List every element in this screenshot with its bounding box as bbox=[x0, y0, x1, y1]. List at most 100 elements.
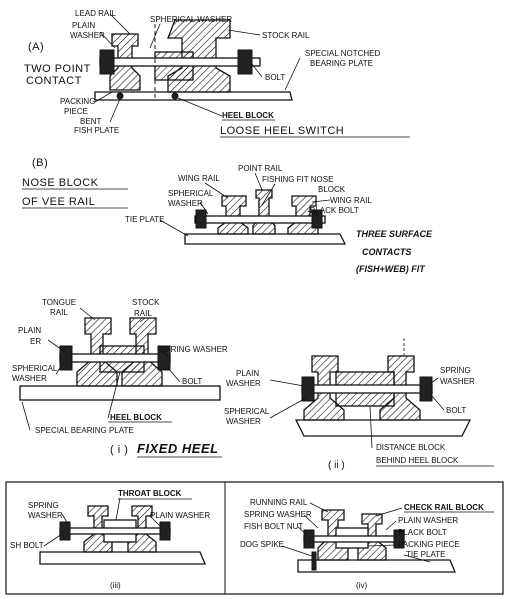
special-bearing-plate-shape bbox=[19, 385, 221, 401]
bolt-nut bbox=[311, 209, 323, 229]
label-heel-block-i: HEEL BLOCK bbox=[110, 413, 162, 422]
label-plain-washer-i-1: PLAIN bbox=[18, 326, 41, 335]
label-plain-washer-ii-2: WASHER bbox=[226, 379, 261, 388]
bolt-head-iii bbox=[59, 521, 71, 541]
panel-a-letter: (A) bbox=[28, 41, 44, 53]
label-tongue-rail-1: TONGUE bbox=[42, 298, 76, 307]
label-bolt-i: BOLT bbox=[182, 377, 202, 386]
nose-block-drawing bbox=[184, 189, 347, 245]
label-spring-washer-iii-1: SPRING bbox=[28, 501, 59, 510]
panel-a-caption-line1: TWO POINT bbox=[24, 63, 91, 75]
label-packing-piece-iv: PACKING PIECE bbox=[398, 540, 460, 549]
label-spring-washer-ii-1: SPRING bbox=[440, 366, 471, 375]
panel-b: (B) NOSE BLOCK OF VEE RAIL POINT RAIL WI… bbox=[22, 157, 433, 274]
label-spring-washer-iv: SPRING WASHER bbox=[244, 510, 312, 519]
label-special-bearing-plate: SPECIAL BEARING PLATE bbox=[35, 426, 134, 435]
label-lead-rail: LEAD RAIL bbox=[75, 9, 116, 18]
dog-spike-shape bbox=[311, 551, 317, 571]
label-point-rail: POINT RAIL bbox=[238, 164, 283, 173]
label-plain-washer-iv: PLAIN WASHER bbox=[398, 516, 458, 525]
panel-i-caption-num: ( i ) bbox=[110, 444, 128, 456]
wing-rail-right-shape bbox=[287, 195, 319, 235]
label-spherical-washer: SPHERICAL WASHER bbox=[150, 15, 232, 24]
label-wing-rail-right: WING RAIL bbox=[330, 196, 372, 205]
note-line3: (FISH+WEB) FIT bbox=[356, 264, 426, 274]
label-tie-plate: TIE PLATE bbox=[125, 215, 164, 224]
point-rail-shape bbox=[252, 189, 276, 235]
label-plain-washer-1: PLAIN bbox=[72, 21, 95, 30]
bolt-nut-ii bbox=[419, 376, 433, 402]
label-distance-block-1: DISTANCE BLOCK bbox=[376, 443, 446, 452]
label-stock-rail-i-2: RAIL bbox=[134, 309, 152, 318]
tie-plate-iv bbox=[297, 559, 456, 573]
bolt-head-ii bbox=[301, 376, 315, 402]
label-plain-washer-i-2: ER bbox=[30, 337, 41, 346]
label-plain-washer-2: WASHER bbox=[70, 31, 105, 40]
label-spherical-washer-i-2: WASHER bbox=[12, 374, 47, 383]
bolt-head-left bbox=[99, 49, 115, 75]
black-bolt-shape bbox=[194, 215, 326, 224]
panel-b-title-line1: NOSE BLOCK bbox=[22, 177, 99, 189]
label-packing-piece-1: PACKING bbox=[60, 97, 95, 106]
label-check-rail-block: CHECK RAIL BLOCK bbox=[404, 503, 484, 512]
label-spherical-washer-i-1: SPHERICAL bbox=[12, 364, 58, 373]
panel-ii: PLAIN WASHER SPRING WASHER BOLT SPHERICA… bbox=[224, 338, 494, 471]
label-bolt-ii: BOLT bbox=[446, 406, 466, 415]
distance-block-drawing bbox=[294, 355, 472, 437]
label-spherical-washer-1: SPHERICAL bbox=[168, 189, 214, 198]
panel-iii-caption-num: (iii) bbox=[110, 581, 121, 590]
fish-bolt-nut-shape bbox=[303, 529, 315, 549]
panel-a-title: LOOSE HEEL SWITCH bbox=[220, 125, 344, 137]
label-tongue-rail-2: RAIL bbox=[50, 308, 68, 317]
label-black-bolt: BLACK BOLT bbox=[310, 206, 359, 215]
label-sh-bolt: SH BOLT bbox=[10, 541, 44, 550]
notched-bearing-plate bbox=[94, 91, 293, 101]
panel-b-title-line2: OF VEE RAIL bbox=[22, 196, 95, 208]
panel-iv: RUNNING RAIL CHECK RAIL BLOCK SPRING WAS… bbox=[240, 498, 494, 590]
bolt-nut-iv bbox=[393, 529, 405, 549]
panel-ii-caption-num: ( ii ) bbox=[328, 460, 345, 471]
panel-b-letter: (B) bbox=[32, 157, 48, 169]
panel-a-caption-line2: CONTACT bbox=[26, 75, 82, 87]
label-running-rail: RUNNING RAIL bbox=[250, 498, 308, 507]
label-spring-washer-iii-2: WASHER bbox=[28, 511, 63, 520]
label-wing-rail-left: WING RAIL bbox=[178, 174, 220, 183]
throat-block-drawing bbox=[39, 505, 206, 565]
loose-heel-switch-drawing bbox=[94, 19, 293, 101]
fixed-heel-drawing bbox=[19, 317, 221, 401]
panel-iii: THROAT BLOCK SPRING WASHER PLAIN WASHER … bbox=[10, 489, 210, 590]
label-nose-block-2: BLOCK bbox=[318, 185, 346, 194]
bolt-nut-i bbox=[157, 345, 171, 371]
label-notched-plate-2: BEARING PLATE bbox=[310, 59, 373, 68]
label-heel-block: HEEL BLOCK bbox=[222, 111, 274, 120]
label-dog-spike: DOG SPIKE bbox=[240, 540, 284, 549]
bolt-shape-iv bbox=[303, 535, 405, 543]
label-bent-fish-plate-2: FISH PLATE bbox=[74, 126, 119, 135]
label-fish-bolt-nut: FISH BOLT NUT bbox=[244, 522, 303, 531]
rivet-right bbox=[171, 92, 179, 100]
bolt-shape bbox=[99, 57, 261, 67]
label-stock-rail-i-1: STOCK bbox=[132, 298, 160, 307]
rivet-left bbox=[116, 92, 124, 100]
label-stock-rail: STOCK RAIL bbox=[262, 31, 310, 40]
label-spherical-washer-ii-2: WASHER bbox=[226, 417, 261, 426]
bolt-shape-iii bbox=[59, 527, 171, 535]
bolt-shape-i bbox=[59, 353, 171, 363]
bottom-frame bbox=[5, 481, 504, 595]
panel-i-caption: FIXED HEEL bbox=[137, 441, 219, 456]
bolt-nut-iii bbox=[159, 521, 171, 541]
note-line2: CONTACTS bbox=[362, 247, 411, 257]
label-plain-washer-ii-1: PLAIN bbox=[236, 369, 259, 378]
panel-a: (A) TWO POINT CONTACT LEAD RAIL PLAIN WA… bbox=[24, 9, 410, 138]
label-bent-fish-plate-1: BENT bbox=[80, 117, 101, 126]
label-spring-washer-ii-2: WASHER bbox=[440, 377, 475, 386]
label-spring-washer-i: SPRING WASHER bbox=[160, 345, 228, 354]
label-distance-block-2: BEHIND HEEL BLOCK bbox=[376, 456, 459, 465]
panel-i: TONGUE RAIL STOCK RAIL PLAIN ER SPRING W… bbox=[12, 298, 228, 458]
label-throat-block: THROAT BLOCK bbox=[118, 489, 182, 498]
bolt-nut-right bbox=[237, 49, 253, 75]
label-black-bolt-iv: BLACK BOLT bbox=[398, 528, 447, 537]
label-bolt: BOLT bbox=[265, 73, 285, 82]
panel-iv-caption-num: (iv) bbox=[356, 581, 367, 590]
